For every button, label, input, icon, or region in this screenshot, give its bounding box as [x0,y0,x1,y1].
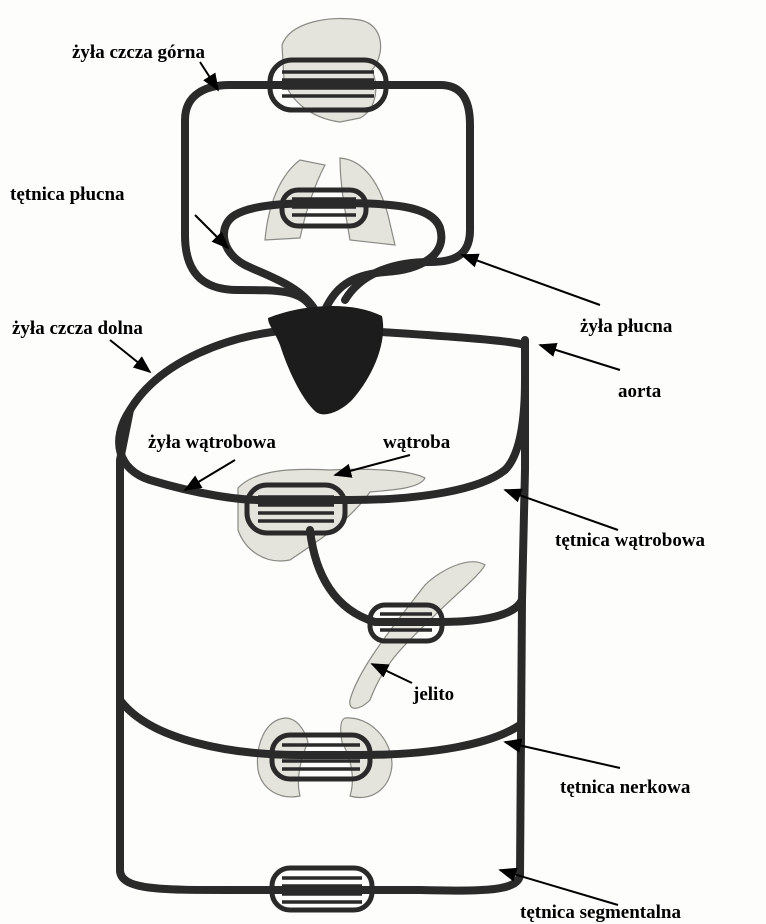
arrow-pulmonary-vein [462,255,600,305]
label-pulmonary-artery: tętnica płucna [10,184,125,205]
label-liver: wątroba [383,432,451,453]
label-vena-cava-inferior: żyła czcza dolna [12,318,143,339]
vena-cava-left [120,410,230,890]
heart [268,306,383,414]
label-vena-cava-superior: żyła czcza górna [72,42,205,63]
arrow-hepatic-vein [185,460,235,490]
arrow-segmental-artery [500,870,618,905]
label-hepatic-vein: żyła wątrobowa [148,432,276,453]
arrow-aorta [540,345,620,370]
organs [238,18,485,797]
label-segmental-artery: tętnica segmentalna [520,902,681,923]
label-renal-artery: tętnica nerkowa [560,777,691,798]
label-pulmonary-vein: żyła płucna [580,316,673,337]
arrow-vena-cava-inferior [110,340,150,372]
head-tissue [282,18,381,122]
label-intestine: jelito [412,684,454,705]
label-aorta: aorta [618,381,662,402]
label-hepatic-artery: tętnica wątrobowa [555,530,706,551]
